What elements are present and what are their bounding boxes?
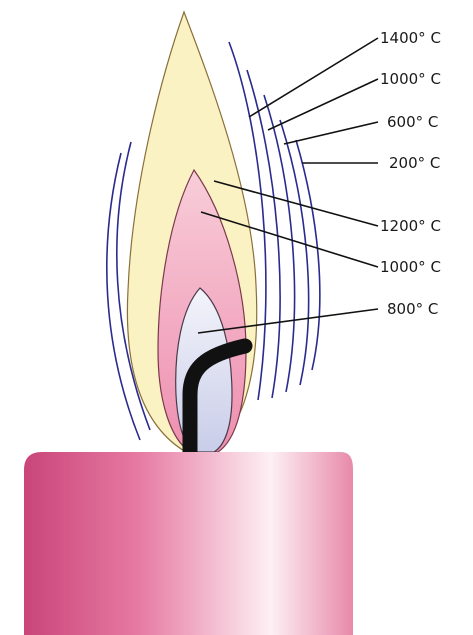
label-1000-inner: 1000° C xyxy=(380,258,441,276)
label-1400: 1400° C xyxy=(380,29,441,47)
label-200: 200° C xyxy=(389,154,440,172)
heat-line xyxy=(280,120,309,385)
pointer-1400 xyxy=(249,38,378,117)
label-1000-outer: 1000° C xyxy=(380,70,441,88)
label-1200: 1200° C xyxy=(380,217,441,235)
heat-line xyxy=(264,95,295,392)
pointer-1000-outer xyxy=(268,79,378,130)
temperature-labels: 1400° C 1000° C 600° C 200° C 1200° C 10… xyxy=(380,29,441,318)
pointer-600 xyxy=(284,122,378,144)
label-600: 600° C xyxy=(387,113,438,131)
label-800: 800° C xyxy=(387,300,438,318)
candle-body xyxy=(24,452,353,635)
